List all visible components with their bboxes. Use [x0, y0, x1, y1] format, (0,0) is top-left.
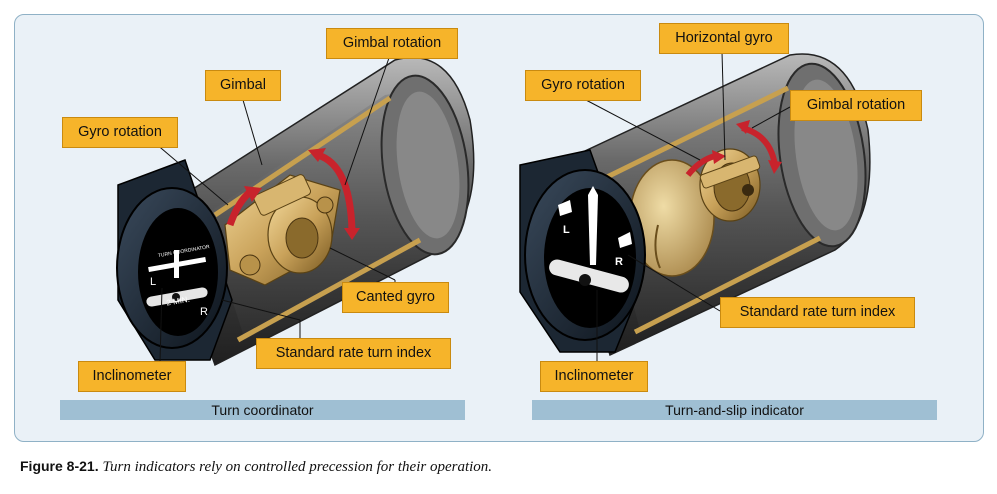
ts-l-mark: L — [563, 224, 570, 236]
callout-standard-rate-turn-index-left: Standard rate turn index — [256, 338, 451, 369]
tc-r-mark: R — [200, 306, 208, 318]
caption-turn-and-slip-indicator: Turn-and-slip indicator — [532, 400, 937, 420]
callout-inclinometer-right: Inclinometer — [540, 361, 648, 392]
callout-inclinometer-left: Inclinometer — [78, 361, 186, 392]
callout-gimbal-rotation: Gimbal rotation — [326, 28, 458, 59]
ts-r-mark: R — [615, 256, 623, 268]
figure-number: Figure 8-21. — [20, 458, 99, 474]
caption-turn-coordinator: Turn coordinator — [60, 400, 465, 420]
callout-gyro-rotation-right: Gyro rotation — [525, 70, 641, 101]
canted-gyro-assembly — [224, 174, 341, 286]
tc-two-min: 2 MIN. — [166, 295, 191, 308]
figure-caption-text: Turn indicators rely on controlled prece… — [102, 459, 493, 475]
callout-standard-rate-turn-index-right: Standard rate turn index — [720, 297, 915, 328]
callout-gyro-rotation: Gyro rotation — [62, 117, 178, 148]
tc-l-mark: L — [150, 276, 156, 288]
turn-and-slip-illustration: L R — [519, 51, 871, 362]
callout-gimbal: Gimbal — [205, 70, 281, 101]
figure-caption: Figure 8-21. Turn indicators rely on con… — [20, 458, 492, 476]
turn-coordinator-illustration: L R 2 MIN. TURN COORDINATOR — [116, 54, 475, 367]
horizontal-gyro-assembly — [699, 148, 761, 222]
callout-horizontal-gyro: Horizontal gyro — [659, 23, 789, 54]
callout-gimbal-rotation-right: Gimbal rotation — [790, 90, 922, 121]
callout-canted-gyro: Canted gyro — [342, 282, 449, 313]
